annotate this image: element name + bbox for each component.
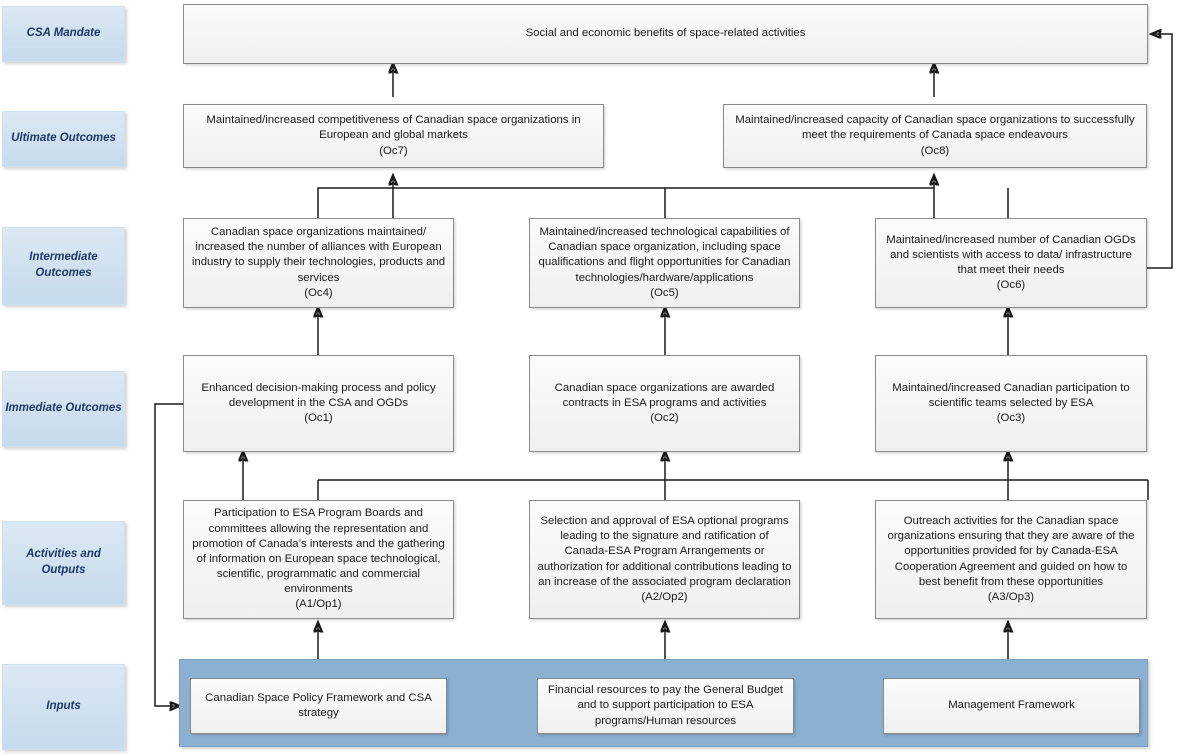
node-oc4[interactable]: Canadian space organizations maintained/… [183, 218, 454, 308]
node-input-policy-framework[interactable]: Canadian Space Policy Framework and CSA … [190, 678, 447, 734]
stage-label-text: Ultimate Outcomes [11, 132, 116, 145]
wire-oc6-feedback-to-mandate [1147, 34, 1173, 269]
node-text: Maintained/increased competitiveness of … [206, 114, 581, 157]
node-a2-op2[interactable]: Selection and approval of ESA optional p… [529, 500, 800, 619]
node-text: Management Framework [948, 699, 1075, 712]
stage-label-text: CSA Mandate [26, 27, 101, 40]
node-text: Maintained/increased capacity of Canadia… [735, 114, 1135, 157]
stage-label-intermediate-outcomes: Intermediate Outcomes [2, 227, 125, 305]
node-oc6[interactable]: Maintained/increased number of Canadian … [875, 218, 1147, 308]
node-oc5[interactable]: Maintained/increased technological capab… [529, 218, 800, 308]
node-text: Outreach activities for the Canadian spa… [887, 515, 1135, 603]
node-text: Canadian space organizations maintained/… [191, 226, 446, 299]
stage-label-ultimate-outcomes: Ultimate Outcomes [2, 111, 125, 167]
node-text: Participation to ESA Program Boards and … [192, 507, 445, 611]
node-text: Financial resources to pay the General B… [548, 684, 783, 727]
node-oc2[interactable]: Canadian space organizations are awarded… [529, 355, 800, 452]
stage-label-inputs: Inputs [2, 664, 125, 750]
stage-label-csa-mandate: CSA Mandate [2, 6, 125, 62]
node-text: Selection and approval of ESA optional p… [537, 515, 792, 603]
node-input-financial-resources[interactable]: Financial resources to pay the General B… [537, 678, 794, 734]
node-oc1[interactable]: Enhanced decision-making process and pol… [183, 355, 454, 452]
node-a3-op3[interactable]: Outreach activities for the Canadian spa… [875, 500, 1147, 619]
node-oc8[interactable]: Maintained/increased capacity of Canadia… [723, 104, 1147, 168]
node-text: Canadian space organizations are awarded… [554, 381, 775, 425]
node-text: Social and economic benefits of space-re… [525, 27, 806, 40]
node-oc3[interactable]: Maintained/increased Canadian participat… [875, 355, 1147, 452]
stage-label-text: Inputs [46, 700, 81, 713]
node-text: Maintained/increased Canadian participat… [892, 381, 1130, 425]
node-a1-op1[interactable]: Participation to ESA Program Boards and … [183, 500, 454, 619]
node-input-management-framework[interactable]: Management Framework [883, 678, 1140, 734]
stage-label-activities-outputs: Activities and Outputs [2, 521, 125, 605]
stage-label-text: Immediate Outcomes [5, 402, 122, 415]
node-text: Canadian Space Policy Framework and CSA … [205, 691, 432, 719]
node-text: Maintained/increased technological capab… [538, 226, 791, 299]
node-csa-mandate[interactable]: Social and economic benefits of space-re… [183, 4, 1148, 64]
node-text: Maintained/increased number of Canadian … [886, 233, 1136, 292]
node-oc7[interactable]: Maintained/increased competitiveness of … [183, 104, 604, 168]
stage-label-immediate-outcomes: Immediate Outcomes [2, 371, 125, 447]
stage-label-text: Activities and Outputs [26, 548, 101, 576]
node-text: Enhanced decision-making process and pol… [201, 381, 436, 425]
stage-label-text: Intermediate Outcomes [29, 251, 98, 279]
wire-oc4-riser [317, 187, 393, 218]
